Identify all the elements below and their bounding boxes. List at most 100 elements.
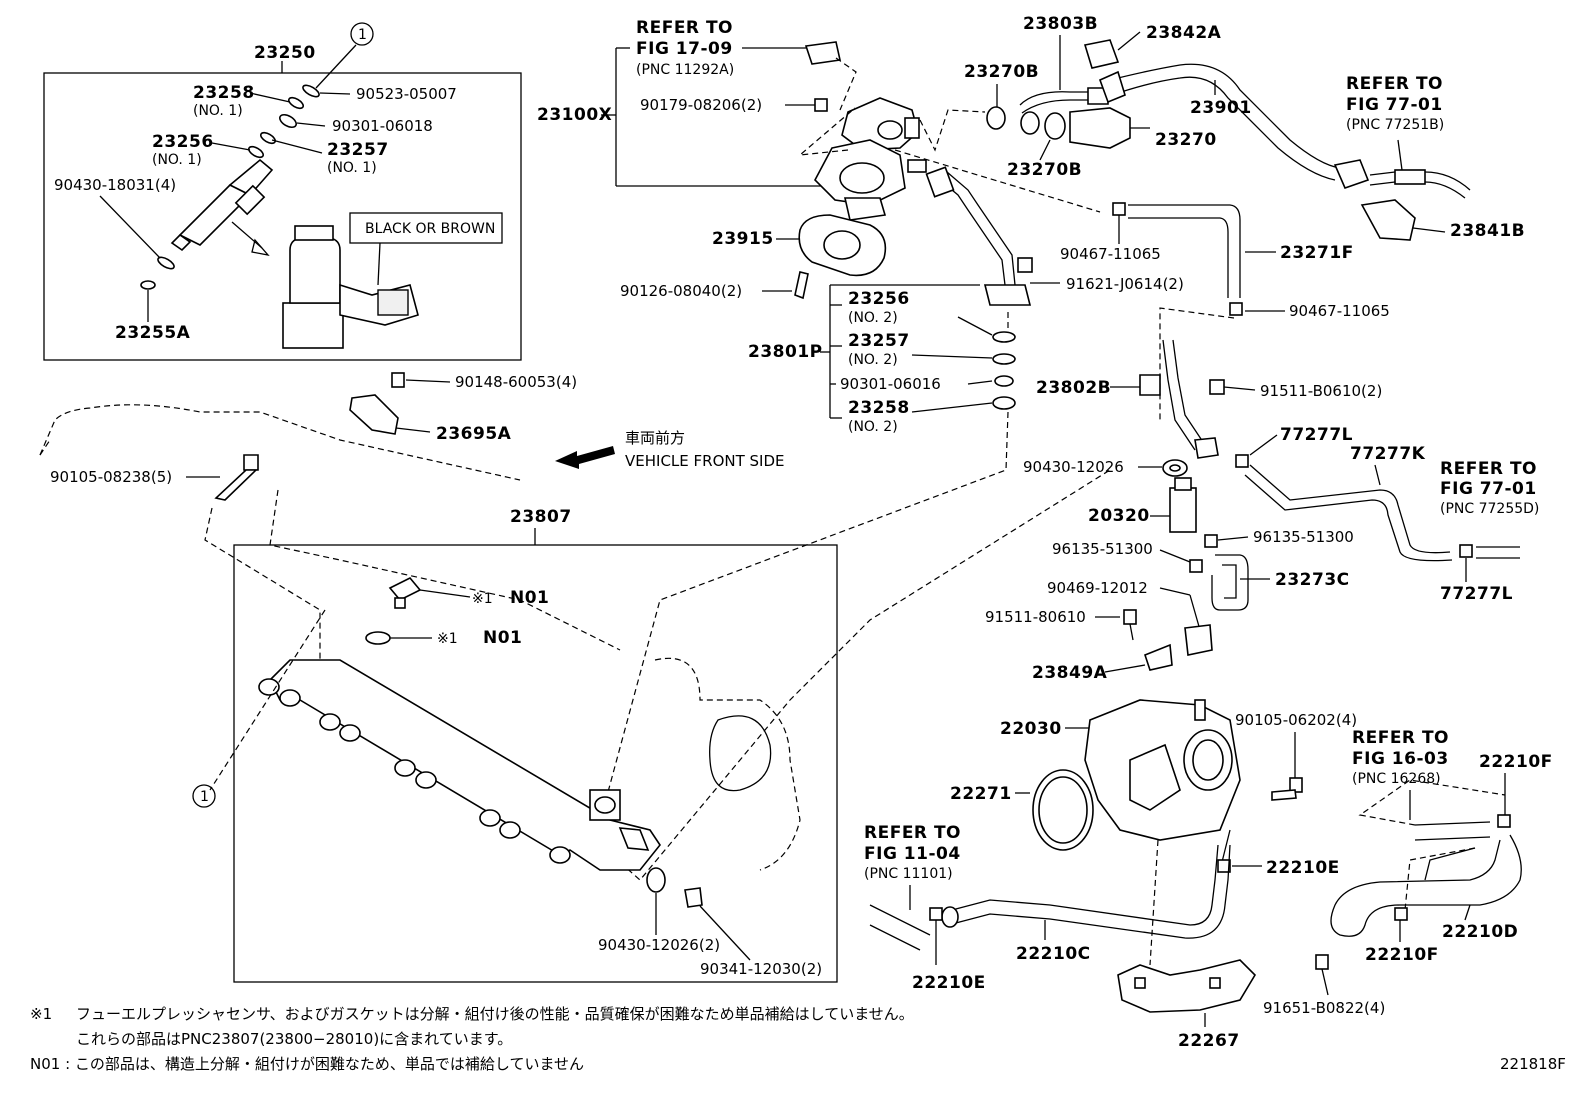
label-23802b[interactable]: 23802B <box>1036 378 1111 398</box>
vehicle-front-jp: 車両前方 <box>625 429 685 447</box>
label-23257-no2[interactable]: 23257 <box>848 331 910 351</box>
ref-fig-77-01a-line2[interactable]: FIG 77-01 <box>1346 95 1443 115</box>
n01-mark-a: ※1 <box>472 591 493 607</box>
label-23258-no2[interactable]: 23258 <box>848 398 910 418</box>
label-22030[interactable]: 22030 <box>1000 719 1062 739</box>
label-23270[interactable]: 23270 <box>1155 130 1217 150</box>
label-90105-06202[interactable]: 90105-06202(4) <box>1235 711 1357 729</box>
label-22210d[interactable]: 22210D <box>1442 922 1518 942</box>
label-90341-12030[interactable]: 90341-12030(2) <box>700 960 822 978</box>
label-22267[interactable]: 22267 <box>1178 1031 1240 1051</box>
note2: N01 : この部品は、構造上分解・組付けが困難なため、単品では補給していません <box>30 1055 584 1073</box>
label-77277k[interactable]: 77277K <box>1350 444 1426 464</box>
label-23258-no1[interactable]: 23258 <box>193 83 255 103</box>
label-90179-08206[interactable]: 90179-08206(2) <box>640 96 762 114</box>
figure-id: 221818F <box>1500 1055 1566 1073</box>
ref-fig-11-04-line1: REFER TO <box>864 823 961 843</box>
fuel-injector-illustration <box>170 158 274 252</box>
label-22210e-bottom[interactable]: 22210E <box>912 973 986 993</box>
label-77277l-bottom[interactable]: 77277L <box>1440 584 1513 604</box>
note1-line1: フューエルプレッシャセンサ、およびガスケットは分解・組付け後の性能・品質確保が困… <box>76 1005 914 1023</box>
label-90467-11065-b[interactable]: 90467-11065 <box>1289 302 1390 320</box>
ref-fig-16-03-line1: REFER TO <box>1352 728 1449 748</box>
ref-fig-17-09-line3: (PNC 11292A) <box>636 62 734 78</box>
label-90430-18031[interactable]: 90430-18031(4) <box>54 176 176 194</box>
label-23801p[interactable]: 23801P <box>748 342 823 362</box>
label-23695a[interactable]: 23695A <box>436 424 512 444</box>
label-90301-06016[interactable]: 90301-06016 <box>840 375 941 393</box>
label-23915[interactable]: 23915 <box>712 229 774 249</box>
label-black-or-brown: BLACK OR BROWN <box>365 221 495 237</box>
label-23807[interactable]: 23807 <box>510 507 572 527</box>
label-23270b-bottom[interactable]: 23270B <box>1007 160 1082 180</box>
label-23842a[interactable]: 23842A <box>1146 23 1222 43</box>
label-23256-no2[interactable]: 23256 <box>848 289 910 309</box>
label-23250[interactable]: 23250 <box>254 43 316 63</box>
label-n01-a[interactable]: N01 <box>510 588 549 608</box>
label-23841b[interactable]: 23841B <box>1450 221 1525 241</box>
n01-mark-b: ※1 <box>437 631 458 647</box>
ref-fig-11-04-line2[interactable]: FIG 11-04 <box>864 844 961 864</box>
ref-fig-17-09-line2[interactable]: FIG 17-09 <box>636 39 733 59</box>
circle-ref-1-bottom: 1 <box>200 789 209 805</box>
vehicle-front-en: VEHICLE FRONT SIDE <box>625 452 785 470</box>
ref-fig-77-01b-line2[interactable]: FIG 77-01 <box>1440 479 1537 499</box>
label-90469-12012[interactable]: 90469-12012 <box>1047 579 1148 597</box>
label-90523-05007[interactable]: 90523-05007 <box>356 85 457 103</box>
ref-fig-77-01a-line3: (PNC 77251B) <box>1346 117 1444 133</box>
label-20320[interactable]: 20320 <box>1088 506 1150 526</box>
label-77277l-top[interactable]: 77277L <box>1280 425 1353 445</box>
label-23271f[interactable]: 23271F <box>1280 243 1354 263</box>
label-23273c[interactable]: 23273C <box>1275 570 1350 590</box>
label-23257-no2-sub: (NO. 2) <box>848 352 898 368</box>
ref-fig-77-01a-line1: REFER TO <box>1346 74 1443 94</box>
label-23100x[interactable]: 23100X <box>537 105 612 125</box>
label-23270b-top[interactable]: 23270B <box>964 62 1039 82</box>
label-23255a[interactable]: 23255A <box>115 323 191 343</box>
label-90126-08040[interactable]: 90126-08040(2) <box>620 282 742 300</box>
label-23803b[interactable]: 23803B <box>1023 14 1098 34</box>
circle-ref-1-top: 1 <box>358 27 367 43</box>
label-23258-no1-sub: (NO. 1) <box>193 103 243 119</box>
label-90148-60053[interactable]: 90148-60053(4) <box>455 373 577 391</box>
ref-fig-16-03-line2[interactable]: FIG 16-03 <box>1352 749 1449 769</box>
label-90430-12026-2[interactable]: 90430-12026(2) <box>598 936 720 954</box>
ref-fig-16-03-line3: (PNC 16268) <box>1352 771 1441 787</box>
label-23256-no1-sub: (NO. 1) <box>152 152 202 168</box>
ref-fig-77-01b-line1: REFER TO <box>1440 459 1537 479</box>
label-91651-b0822[interactable]: 91651-B0822(4) <box>1263 999 1385 1017</box>
injector-connector-detail <box>282 225 419 349</box>
vehicle-front-arrow-icon <box>555 446 615 469</box>
throttle-body-illustration <box>1084 699 1241 841</box>
label-91621-j0614[interactable]: 91621-J0614(2) <box>1066 275 1184 293</box>
note1-mark: ※1 <box>30 1005 52 1023</box>
label-23257-no1[interactable]: 23257 <box>327 140 389 160</box>
label-90430-12026[interactable]: 90430-12026 <box>1023 458 1124 476</box>
label-91511-80610[interactable]: 91511-80610 <box>985 608 1086 626</box>
label-22210f-bottom[interactable]: 22210F <box>1365 945 1439 965</box>
label-23257-no1-sub: (NO. 1) <box>327 160 377 176</box>
label-96135-51300-b[interactable]: 96135-51300 <box>1052 540 1153 558</box>
label-22271[interactable]: 22271 <box>950 784 1012 804</box>
label-23256-no2-sub: (NO. 2) <box>848 310 898 326</box>
label-90105-08238[interactable]: 90105-08238(5) <box>50 468 172 486</box>
fuel-rail-illustration <box>258 659 661 871</box>
label-22210c[interactable]: 22210C <box>1016 944 1091 964</box>
fuel-pump-illustration <box>814 97 927 221</box>
label-91511-b0610[interactable]: 91511-B0610(2) <box>1260 382 1382 400</box>
fuel-rail-inset-box <box>233 544 838 983</box>
label-90301-06018[interactable]: 90301-06018 <box>332 117 433 135</box>
ref-fig-11-04-line3: (PNC 11101) <box>864 866 953 882</box>
note1-line2: これらの部品はPNC23807(23800−28010)に含まれています。 <box>76 1030 512 1048</box>
label-23258-no2-sub: (NO. 2) <box>848 419 898 435</box>
label-23849a[interactable]: 23849A <box>1032 663 1108 683</box>
label-23256-no1[interactable]: 23256 <box>152 132 214 152</box>
label-23901[interactable]: 23901 <box>1190 98 1252 118</box>
label-22210f-top[interactable]: 22210F <box>1479 752 1553 772</box>
label-90467-11065-a[interactable]: 90467-11065 <box>1060 245 1161 263</box>
label-22210e-right[interactable]: 22210E <box>1266 858 1340 878</box>
ref-fig-77-01b-line3: (PNC 77255D) <box>1440 501 1539 517</box>
label-n01-b[interactable]: N01 <box>483 628 522 648</box>
label-96135-51300-a[interactable]: 96135-51300 <box>1253 528 1354 546</box>
